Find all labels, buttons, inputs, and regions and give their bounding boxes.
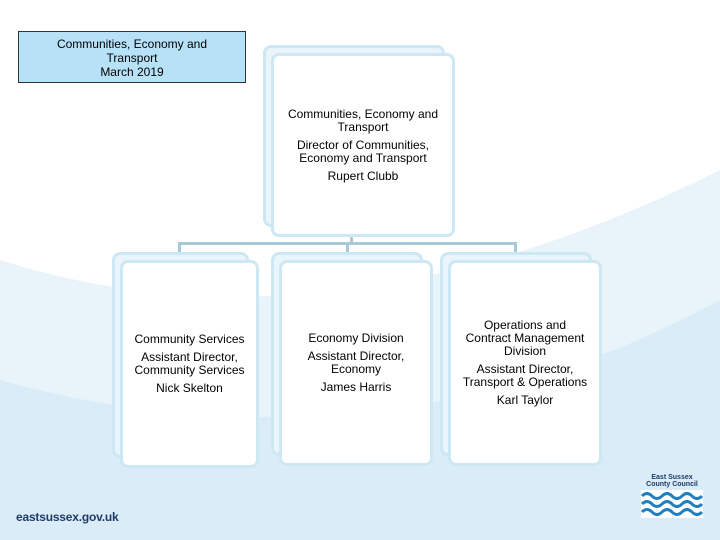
- director-name: Rupert Clubb: [327, 168, 399, 183]
- logo-line-2: County Council: [646, 481, 698, 488]
- division-title-line-3: Division: [503, 344, 546, 358]
- division-title-line: Community Services: [134, 332, 245, 346]
- division-title-line-1: Operations and: [483, 318, 567, 332]
- division-role-line-2: Community Services: [134, 363, 245, 377]
- division-head-name: James Harris: [320, 380, 392, 394]
- connector-drop-left: [178, 242, 181, 252]
- director-role-line-1: Director of Communities,: [296, 137, 430, 152]
- division-head-name: Nick Skelton: [156, 381, 223, 395]
- county-council-logo: East Sussex County Council: [636, 474, 708, 524]
- connector-drop-middle: [346, 242, 349, 252]
- division-card-economy: Economy Division Assistant Director, Eco…: [271, 252, 433, 466]
- division-title-line: Economy Division: [308, 331, 404, 345]
- footer-website-link[interactable]: eastsussex.gov.uk: [16, 510, 119, 524]
- division-title-line-2: Contract Management: [465, 331, 585, 345]
- division-role-line-1: Assistant Director,: [141, 350, 238, 364]
- director-card: Communities, Economy and Transport Direc…: [263, 45, 455, 237]
- chart-title-box: Communities, Economy and Transport March…: [18, 31, 246, 83]
- division-card-operations: Operations and Contract Management Divis…: [440, 252, 602, 466]
- division-head-name: Karl Taylor: [496, 393, 554, 407]
- director-dept-line-1: Communities, Economy and: [287, 106, 439, 121]
- division-role-line-2: Economy: [330, 362, 382, 376]
- connector-vertical-top: [350, 236, 353, 244]
- division-role-line-1: Assistant Director,: [307, 349, 405, 363]
- title-line-3: March 2019: [100, 65, 164, 79]
- title-line-1: Communities, Economy and: [56, 37, 208, 51]
- director-role-line-2: Economy and Transport: [299, 150, 427, 165]
- waves-icon: [641, 490, 703, 518]
- division-role-line-1: Assistant Director,: [476, 362, 574, 376]
- connector-drop-right: [514, 242, 517, 252]
- division-role-line-2: Transport & Operations: [462, 375, 588, 389]
- director-dept-line-2: Transport: [337, 119, 389, 134]
- title-line-2: Transport: [106, 51, 158, 65]
- logo-line-1: East Sussex: [651, 474, 693, 481]
- division-card-community-services: Community Services Assistant Director, C…: [112, 252, 259, 468]
